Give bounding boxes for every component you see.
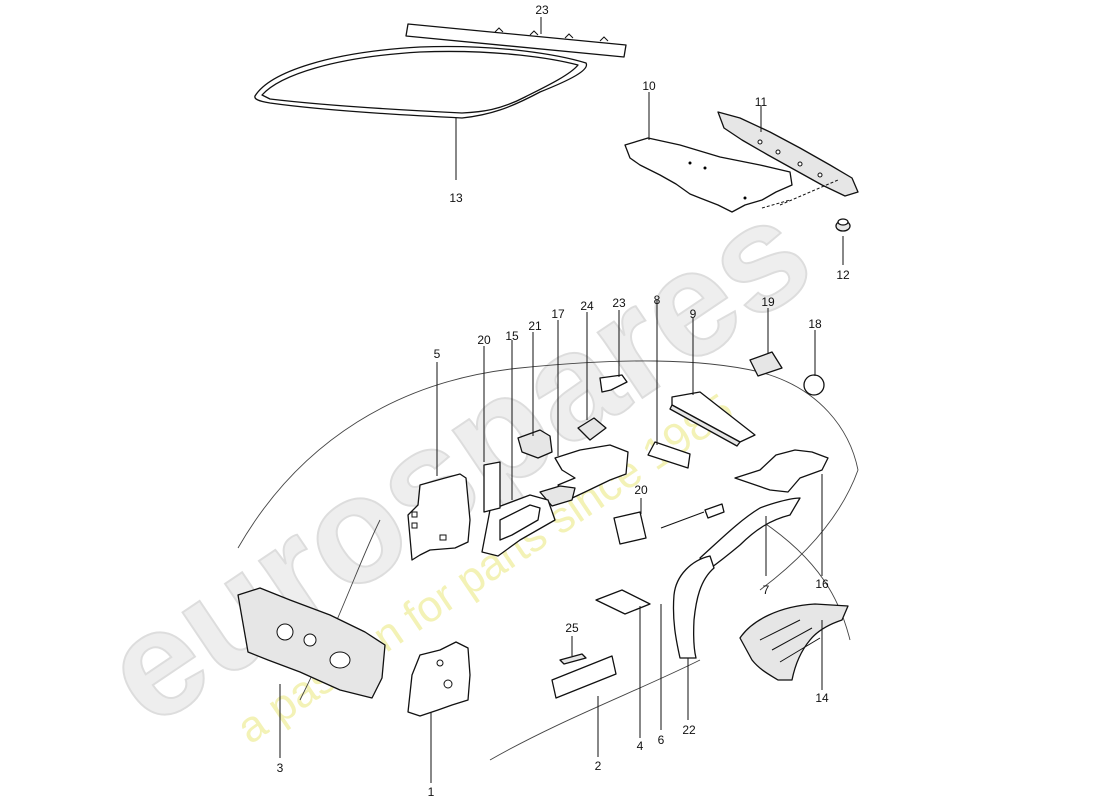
callout-12: 12 [836, 268, 850, 282]
callout-24: 23 [535, 3, 549, 17]
part-6 [595, 589, 651, 615]
part-20-lower [613, 511, 647, 545]
callout-20-lower: 20 [634, 483, 648, 497]
callout-15: 15 [505, 329, 519, 343]
part-7-arch [699, 497, 801, 571]
part-1-bracket [407, 641, 471, 717]
part-23 [599, 374, 628, 393]
callout-20-upper: 20 [477, 333, 491, 347]
part-8 [647, 441, 691, 469]
callout-22: 22 [682, 723, 696, 737]
callout-9: 9 [690, 307, 697, 321]
callout-7: 7 [763, 583, 770, 597]
part-26 [559, 653, 587, 665]
callout-26: 25 [565, 621, 579, 635]
part-19 [749, 351, 783, 377]
part-24-strip [405, 23, 627, 58]
callout-14: 14 [815, 691, 829, 705]
callout-1: 1 [428, 785, 435, 799]
part-18-plug [803, 374, 825, 396]
part-15-foam [481, 494, 556, 557]
part-2-foam [551, 655, 617, 699]
callout-10: 10 [642, 79, 656, 93]
callout-17: 17 [551, 307, 565, 321]
part-11-beam [717, 111, 859, 209]
callout-21: 21 [528, 319, 542, 333]
callout-numbers: 23 13 10 11 12 5 20 15 21 17 24 23 8 9 1… [277, 3, 850, 799]
callout-19: 19 [761, 295, 775, 309]
callout-4: 4 [637, 739, 644, 753]
part-12-nut [835, 218, 851, 232]
part-5-panel [407, 473, 471, 561]
part-16-panel [734, 449, 829, 493]
part-14-wheelhouse [739, 603, 849, 681]
part-20-upper [483, 461, 501, 513]
callout-25: 24 [580, 299, 594, 313]
callout-3: 3 [277, 761, 284, 775]
callout-6: 6 [658, 733, 665, 747]
part-25 [577, 417, 607, 441]
callout-23-label: 23 [612, 296, 626, 310]
callout-11: 11 [755, 95, 768, 109]
leader-lines [279, 17, 844, 783]
part-21-block [517, 429, 553, 459]
part-3-panel [237, 587, 386, 699]
part-9-foam [669, 391, 756, 447]
part-22-arch [672, 555, 715, 659]
part-13-roof-liner [254, 45, 588, 119]
callout-8: 8 [654, 293, 661, 307]
callout-13: 13 [449, 191, 463, 205]
callout-5: 5 [434, 347, 441, 361]
part-10-panel [624, 137, 793, 213]
callout-2: 2 [595, 759, 602, 773]
callout-18: 18 [808, 317, 822, 331]
callout-16: 16 [815, 577, 829, 591]
